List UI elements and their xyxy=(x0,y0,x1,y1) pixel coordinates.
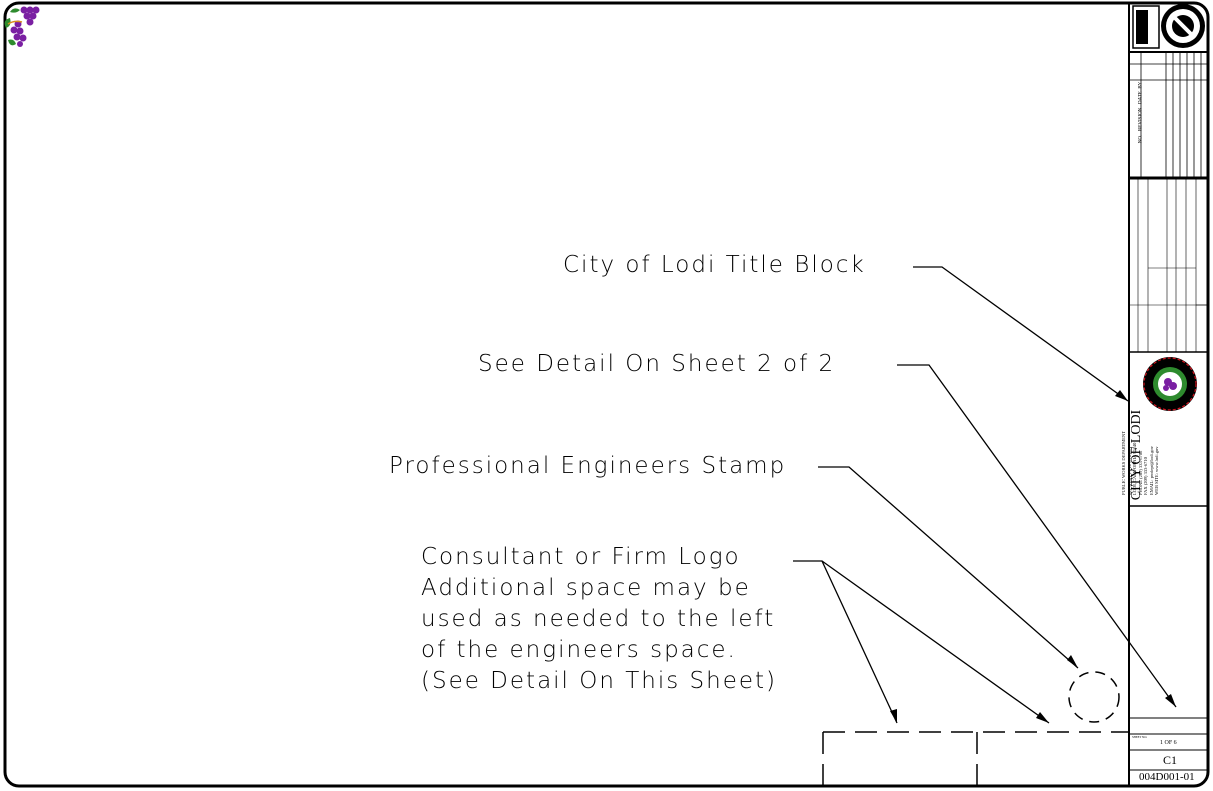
sheet-border xyxy=(3,1,1210,788)
consultant-note: Consultant or Firm Logo Additional space… xyxy=(421,542,777,697)
leader-consultant-2 xyxy=(821,560,898,724)
consultant-line-5: (See Detail On This Sheet) xyxy=(421,668,778,694)
rev-date-header: DATE xyxy=(1138,91,1144,104)
consultant-logo-placeholder xyxy=(822,731,1128,786)
leader-lines xyxy=(793,266,1177,724)
pe-stamp-label: Professional Engineers Stamp xyxy=(389,453,787,479)
approval-table xyxy=(1129,178,1208,352)
consultant-line-4: of the engineers space. xyxy=(421,637,737,663)
see-detail-label: See Detail On Sheet 2 of 2 xyxy=(478,351,836,377)
rev-no-header: NO. xyxy=(1138,134,1144,144)
consultant-line-1: Consultant or Firm Logo xyxy=(421,544,741,570)
leader-consultant-1 xyxy=(793,560,1050,724)
title-block xyxy=(1128,3,1208,786)
grape-logo xyxy=(4,6,40,47)
revision-table xyxy=(1129,52,1208,178)
leader-pe-stamp xyxy=(818,466,1079,669)
sheet-label: SHEET NO. xyxy=(1132,735,1148,739)
rev-by-header: BY xyxy=(1138,81,1144,89)
pe-stamp-placeholder xyxy=(1068,671,1120,723)
sheet-number: C1 xyxy=(1163,753,1178,767)
city-seal xyxy=(1143,357,1197,411)
arrowheads xyxy=(890,390,1176,723)
sheet-of: 1 OF 6 xyxy=(1160,740,1177,746)
agency-logo xyxy=(1161,4,1205,48)
rev-revision-header: REVISION xyxy=(1138,107,1144,132)
revision-headers: NO. REVISION DATE BY xyxy=(1138,82,1143,144)
address-line-6: WEB SITE: www.lodi.gov xyxy=(1154,446,1159,495)
leader-title-block xyxy=(913,266,1129,402)
drawing-number: 004D001-01 xyxy=(1139,771,1195,783)
department-block: PUBLIC WORKS DEPARTMENT 221 WEST PINE ST… xyxy=(1121,405,1181,495)
consultant-line-2: Additional space may be xyxy=(421,575,751,601)
title-block-label: City of Lodi Title Block xyxy=(563,252,866,278)
leader-see-detail xyxy=(897,364,1177,708)
seal-text: CITY OF LODI · CALIFORNIA xyxy=(1136,352,1177,356)
consultant-line-3: used as needed to the left xyxy=(421,606,776,632)
